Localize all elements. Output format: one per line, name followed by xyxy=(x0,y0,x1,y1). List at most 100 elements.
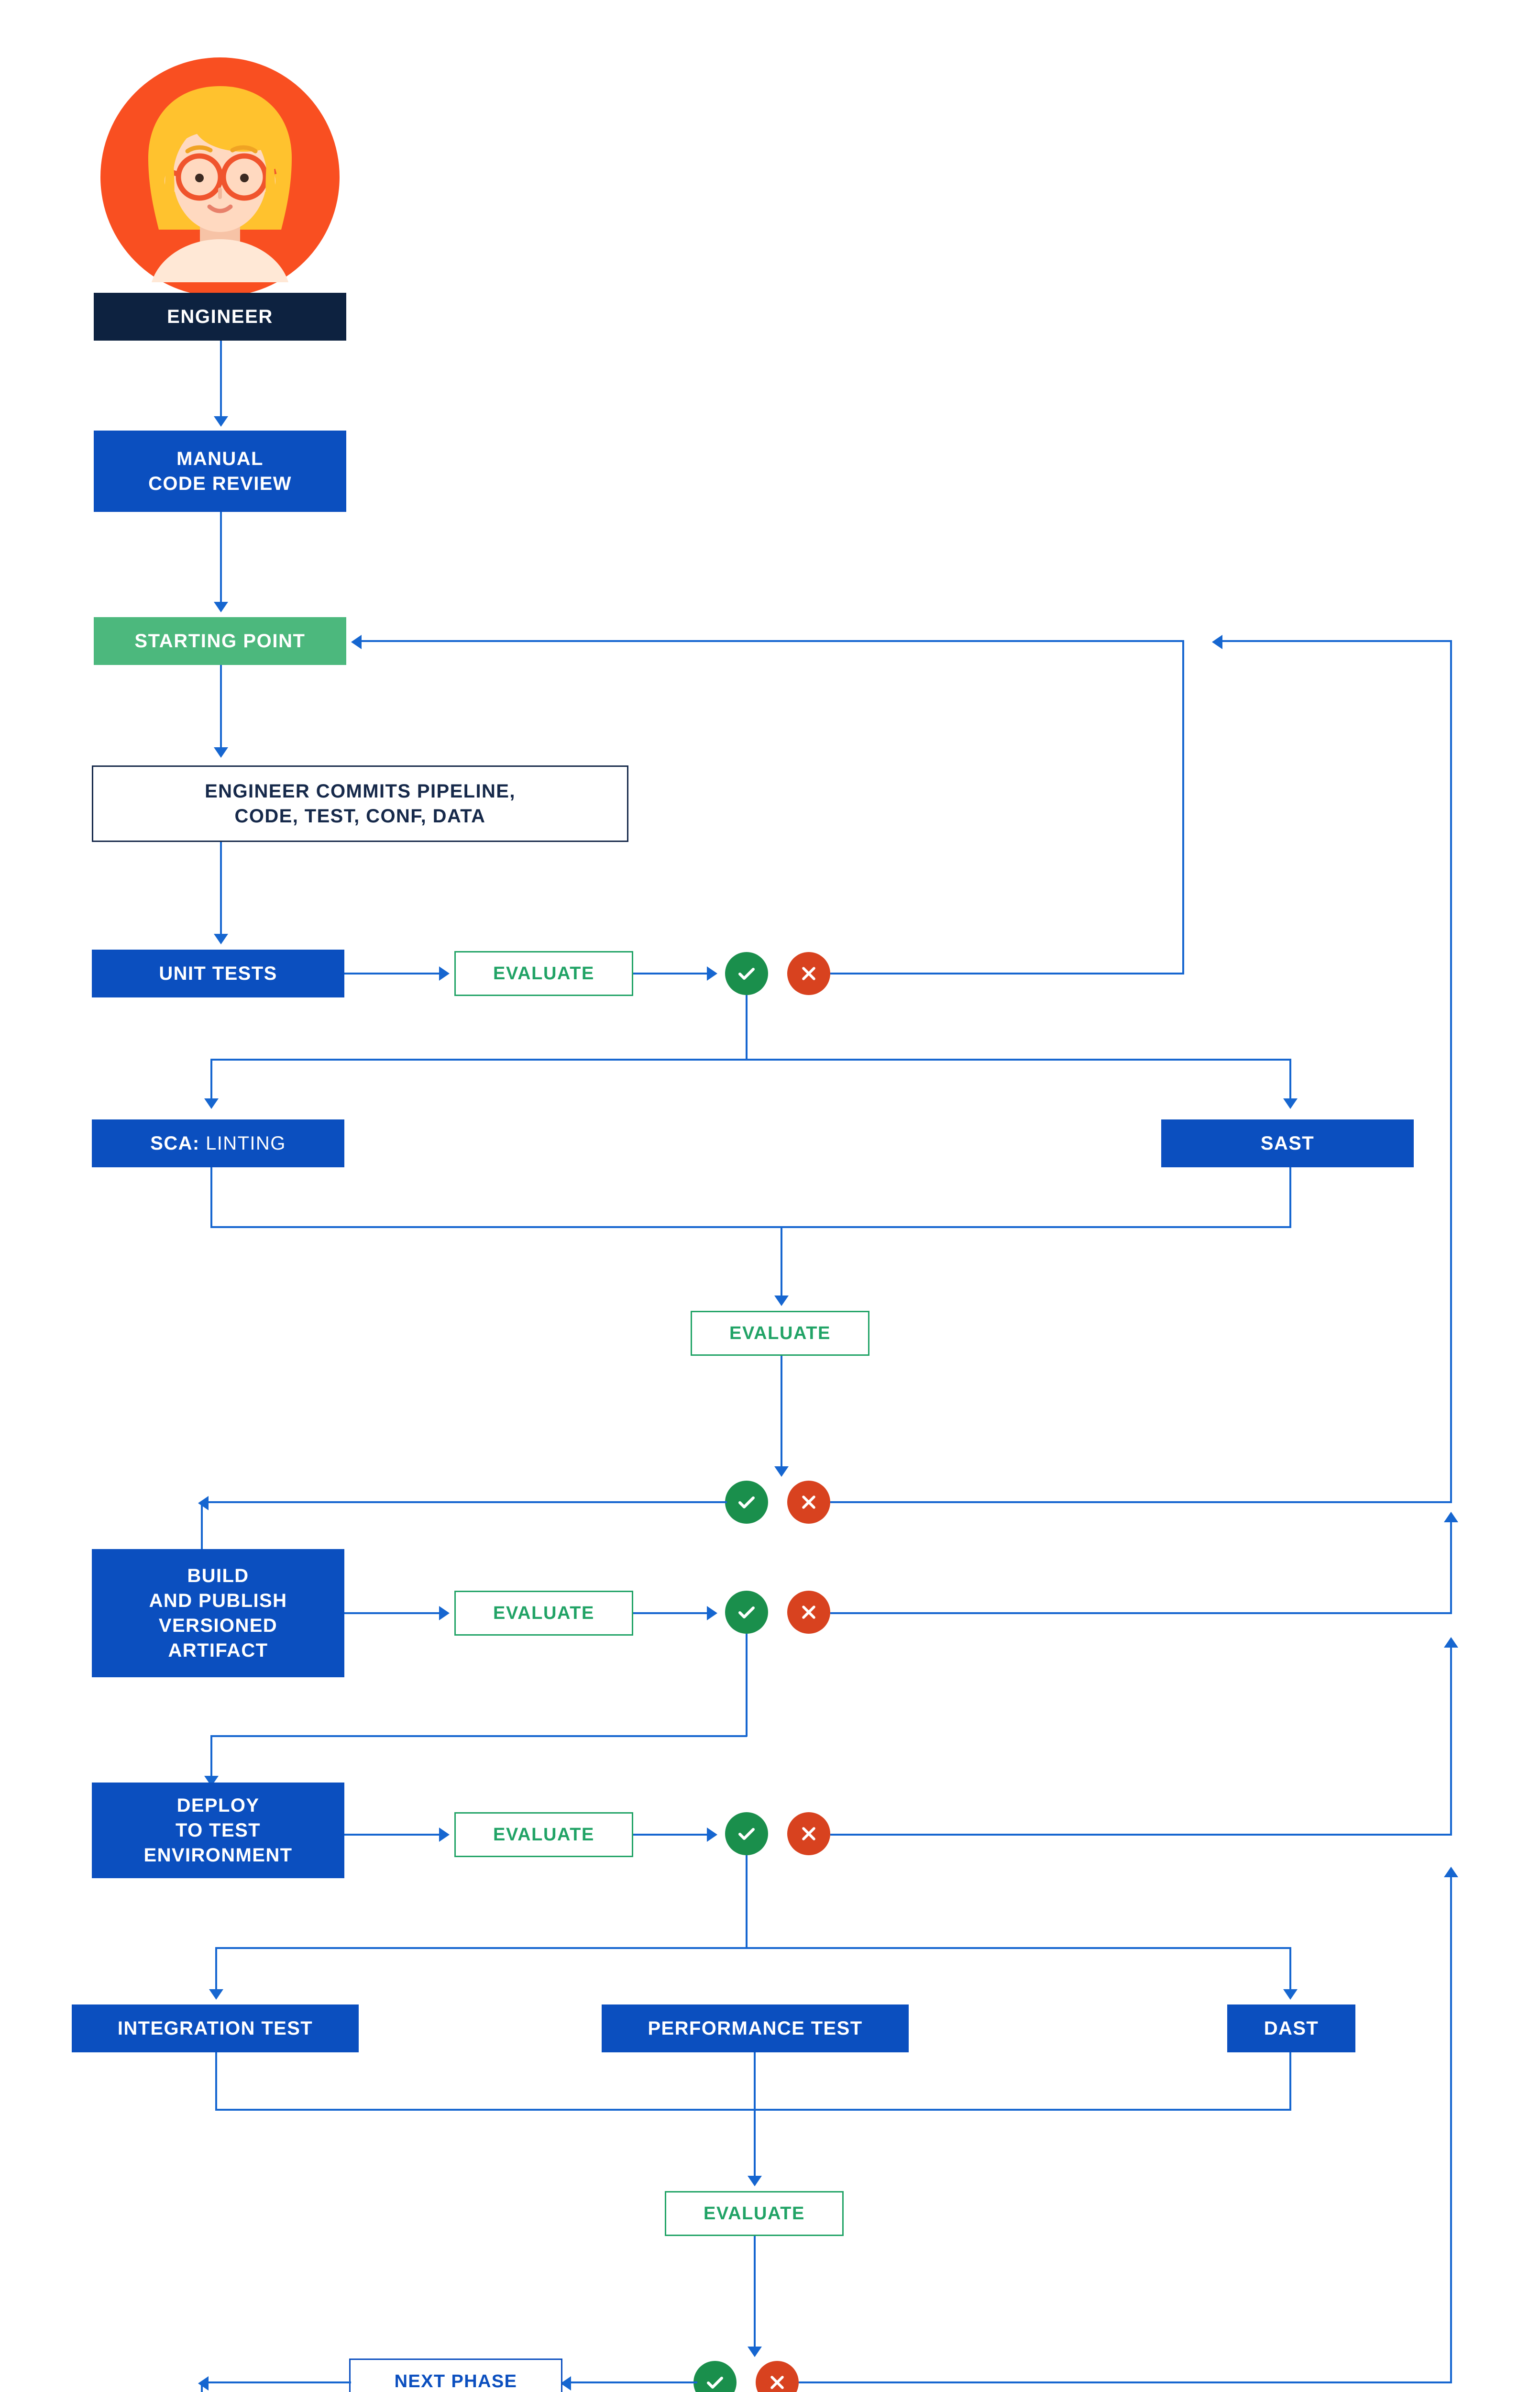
sca-prefix: SCA: xyxy=(150,1133,200,1154)
arrowhead-eval1-to-decision xyxy=(707,966,717,981)
connector-unitfail-h xyxy=(830,973,1184,975)
arrowhead-unitfail-to-start xyxy=(351,635,362,649)
connector-eval3-to-decision xyxy=(633,1612,714,1614)
arrowhead-sa-fail-to-start xyxy=(1212,635,1222,649)
arrowhead-review-to-start xyxy=(214,602,228,612)
node-build-publish-artifact[interactable]: BUILD AND PUBLISH VERSIONED ARTIFACT xyxy=(92,1549,344,1677)
node-next-phase[interactable]: NEXT PHASE xyxy=(349,2359,562,2392)
connector-final-fail-v xyxy=(1450,1875,1452,2382)
arrowhead-eval3-to-decision xyxy=(707,1606,717,1620)
static-analysis-pass-icon[interactable] xyxy=(725,1481,768,1524)
arrowhead-engineer-to-review xyxy=(214,416,228,427)
connector-review-to-start xyxy=(220,512,222,608)
connector-final-fail-h xyxy=(799,2381,1452,2383)
connector-build-fail-v xyxy=(1450,1520,1452,1614)
dast-text: DAST xyxy=(1264,2018,1319,2039)
connector-build-pass-h xyxy=(210,1735,747,1737)
connector-sa-pass-h xyxy=(201,1501,727,1503)
deploy-pass-icon[interactable] xyxy=(725,1812,768,1855)
arrowhead-build-to-eval3 xyxy=(439,1606,450,1620)
evaluate-2-text: EVALUATE xyxy=(729,1323,831,1343)
engineer-avatar xyxy=(100,57,340,297)
build-publish-line3: VERSIONED xyxy=(158,1615,278,1636)
engineer-commits-line1: ENGINEER COMMITS PIPELINE, xyxy=(205,781,516,802)
deploy-line3: ENVIRONMENT xyxy=(143,1845,293,1866)
node-evaluate-3[interactable]: EVALUATE xyxy=(454,1591,633,1636)
connector-nextphase-v xyxy=(201,2381,203,2392)
unit-tests-fail-icon[interactable] xyxy=(787,952,830,995)
arrowhead-eval2-to-decision xyxy=(774,1466,789,1477)
arrowhead-nextphase-left xyxy=(198,2376,209,2391)
build-fail-icon[interactable] xyxy=(787,1591,830,1634)
connector-unitpass-down xyxy=(746,995,748,1060)
deploy-fail-icon[interactable] xyxy=(787,1812,830,1855)
connector-build-to-eval3 xyxy=(344,1612,445,1614)
connector-eval4-to-decision xyxy=(633,1834,714,1836)
build-publish-line1: BUILD xyxy=(187,1565,249,1586)
sast-text: SAST xyxy=(1260,1133,1315,1154)
node-performance-test[interactable]: PERFORMANCE TEST xyxy=(602,2004,909,2052)
node-sast[interactable]: SAST xyxy=(1161,1119,1414,1167)
arrowhead-final-pass-left xyxy=(561,2376,571,2391)
connector-sa-pass-v xyxy=(201,1501,203,1549)
arrowhead-split-to-sast xyxy=(1283,1098,1298,1109)
connector-unitfail-back xyxy=(354,640,1184,642)
build-publish-line2: AND PUBLISH xyxy=(149,1590,287,1611)
arrowhead-build-fail-up xyxy=(1444,1512,1458,1522)
build-pass-icon[interactable] xyxy=(725,1591,768,1634)
node-deploy-test-environment[interactable]: DEPLOY TO TEST ENVIRONMENT xyxy=(92,1783,344,1878)
arrowhead-eval5-to-decision xyxy=(748,2347,762,2357)
connector-engineer-to-review xyxy=(220,341,222,422)
node-starting-point[interactable]: STARTING POINT xyxy=(94,617,346,665)
connector-start-to-commit xyxy=(220,665,222,753)
connector-split-right xyxy=(1289,1059,1291,1104)
node-manual-code-review[interactable]: MANUAL CODE REVIEW xyxy=(94,431,346,512)
connector-unitfail-v xyxy=(1182,641,1184,974)
static-analysis-fail-icon[interactable] xyxy=(787,1481,830,1524)
connector-deploy-fail-v xyxy=(1450,1646,1452,1835)
build-publish-line4: ARTIFACT xyxy=(168,1640,268,1661)
arrowhead-sa-pass-left xyxy=(198,1496,209,1510)
connector-test-split xyxy=(215,1947,1291,1949)
node-dast[interactable]: DAST xyxy=(1227,2004,1355,2052)
unit-tests-pass-icon[interactable] xyxy=(725,952,768,995)
node-evaluate-4[interactable]: EVALUATE xyxy=(454,1812,633,1857)
integration-test-text: INTEGRATION TEST xyxy=(117,2018,313,2039)
connector-eval5-down xyxy=(754,2236,756,2353)
arrowhead-commit-to-unit xyxy=(214,934,228,944)
engineer-commits-line2: CODE, TEST, CONF, DATA xyxy=(234,806,486,827)
connector-sa-fail-back xyxy=(1215,640,1452,642)
node-evaluate-5[interactable]: EVALUATE xyxy=(665,2191,844,2236)
arrowhead-deploy-to-eval4 xyxy=(439,1827,450,1842)
connector-test-split-left xyxy=(215,1947,217,1995)
node-unit-tests[interactable]: UNIT TESTS xyxy=(92,950,344,997)
sca-suffix: LINTING xyxy=(199,1133,286,1154)
connector-integration-down xyxy=(215,2052,217,2110)
evaluate-3-text: EVALUATE xyxy=(493,1603,594,1623)
arrowhead-deploy-fail-up xyxy=(1444,1637,1458,1648)
node-sca-linting[interactable]: SCA: LINTING xyxy=(92,1119,344,1167)
node-evaluate-2[interactable]: EVALUATE xyxy=(691,1311,869,1356)
connector-eval2-down xyxy=(781,1356,782,1473)
connector-final-pass-h xyxy=(563,2381,697,2383)
final-pass-icon[interactable] xyxy=(693,2361,737,2392)
deploy-line2: TO TEST xyxy=(176,1820,261,1841)
connector-deploy-to-eval4 xyxy=(344,1834,445,1836)
sca-linting-text: SCA: LINTING xyxy=(150,1131,286,1156)
node-evaluate-1[interactable]: EVALUATE xyxy=(454,951,633,996)
arrowhead-merge-to-eval2 xyxy=(774,1296,789,1306)
connector-deploy-pass-v xyxy=(746,1855,748,1949)
connector-perf-down xyxy=(754,2052,756,2182)
connector-test-split-right xyxy=(1289,1947,1291,1995)
final-fail-icon[interactable] xyxy=(756,2361,799,2392)
engineer-label: ENGINEER xyxy=(94,293,346,341)
manual-code-review-line1: MANUAL xyxy=(176,448,264,469)
connector-sca-sast-merge xyxy=(210,1226,1291,1228)
connector-split-left xyxy=(210,1059,212,1104)
connector-sca-down xyxy=(210,1167,212,1227)
connector-build-pass-v2 xyxy=(210,1735,212,1783)
connector-nextphase-h xyxy=(201,2381,351,2383)
node-integration-test[interactable]: INTEGRATION TEST xyxy=(72,2004,359,2052)
node-engineer-commits[interactable]: ENGINEER COMMITS PIPELINE, CODE, TEST, C… xyxy=(92,765,628,842)
